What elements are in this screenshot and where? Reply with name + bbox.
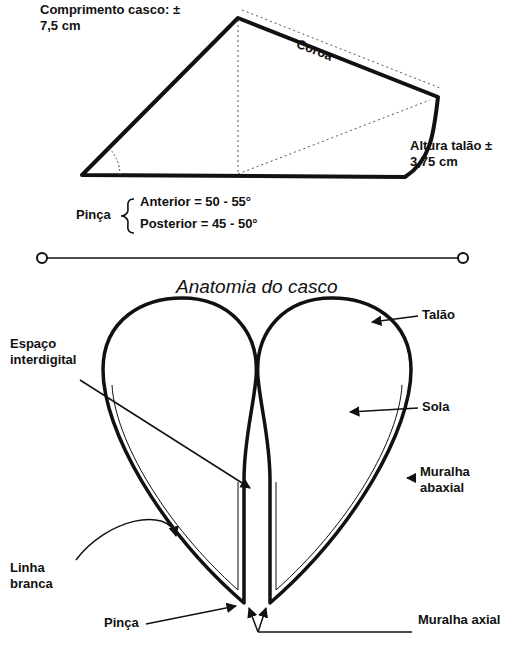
part-label: Muralha axial — [418, 612, 503, 628]
leader-lines — [76, 316, 418, 632]
hoof-sole-view — [103, 298, 411, 603]
part-label: Comprimento casco: ± 7,5 cm — [40, 2, 200, 33]
part-label: Anterior = 50 - 55° — [140, 194, 251, 210]
part-label: Pinça — [76, 207, 111, 223]
separator-line — [37, 253, 468, 263]
part-label: Linha branca — [10, 560, 76, 591]
part-label: Altura talão ± 3,75 cm — [410, 138, 505, 169]
part-label: Sola — [422, 399, 449, 415]
part-label: Muralha abaxial — [420, 464, 505, 495]
part-label: Espaço interdigital — [10, 336, 105, 367]
hoof-side-view — [82, 10, 440, 233]
part-label: Talão — [422, 307, 455, 323]
part-label: Coroa — [294, 36, 335, 64]
section-title: Anatomia do casco — [176, 276, 338, 298]
part-label: Pinça — [104, 615, 139, 631]
part-label: Posterior = 45 - 50° — [140, 216, 258, 232]
